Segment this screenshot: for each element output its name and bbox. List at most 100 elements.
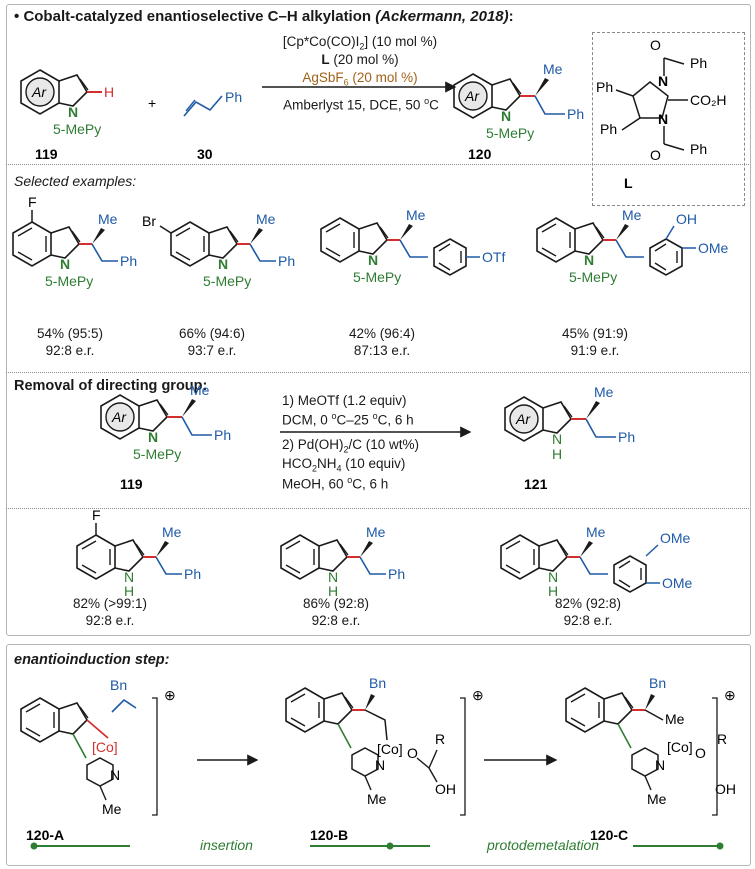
directing-group: 5-MePy — [133, 446, 181, 462]
removal-example1-yield: 82% (>99:1) — [73, 596, 147, 611]
removal-example3-er: 92:8 e.r. — [563, 613, 613, 628]
protodemetalation-label: protodemetalation — [486, 837, 599, 853]
otf-label: OTf — [482, 249, 505, 265]
cond-sub: 2 — [359, 41, 365, 52]
cond-text: ] (10 mol %) — [364, 34, 438, 49]
co-label: [Co] — [377, 741, 403, 757]
example4-er: 91:9 e.r. — [570, 343, 620, 358]
ligand-label: L — [624, 175, 633, 191]
r-label: R — [435, 731, 445, 747]
example4: Me OH OMe N 5-MePy — [536, 207, 729, 285]
o-atom: O — [407, 745, 418, 761]
me-label: Me — [102, 801, 122, 817]
me-label: Me — [647, 791, 667, 807]
plus-sign: + — [148, 95, 156, 111]
bullet: • — [14, 8, 20, 25]
directing-group: 5-MePy — [45, 273, 93, 289]
removal-example2: Me Ph N H — [280, 524, 405, 599]
label-120: 120 — [468, 146, 492, 162]
directing-group: 5-MePy — [203, 273, 251, 289]
h-atom: H — [328, 583, 338, 599]
oh-label: OH — [676, 211, 697, 227]
example3: Me OTf N 5-MePy — [320, 207, 505, 285]
cond-text: AgSbF — [302, 70, 344, 85]
ph-label: Ph — [690, 141, 707, 157]
cond-text: C–25 — [336, 412, 373, 428]
example3-yield: 42% (96:4) — [348, 326, 416, 341]
scheme-panel — [6, 4, 751, 636]
directing-group: 5-MePy — [53, 121, 101, 137]
cond-text: C, 6 h — [352, 476, 389, 492]
cond-sup: o — [331, 411, 337, 421]
example1-er: 92:8 e.r. — [45, 343, 95, 358]
removal-step2: DCM, 0 oC–25 oC, 6 h — [282, 411, 414, 428]
n-atom: N — [368, 252, 378, 268]
indole-119-removal: Ar Me Ph N 5-MePy — [100, 382, 231, 462]
intermediate-120-A: N Me [Co] Bn — [20, 677, 137, 817]
example4-yield: 45% (91:9) — [561, 326, 629, 341]
removal-example3-yield: 82% (92:8) — [554, 596, 622, 611]
condition-silver: AgSbF6 (20 mol %) — [258, 70, 462, 88]
f-atom: F — [28, 194, 37, 210]
selected-examples-title: Selected examples: — [14, 173, 137, 189]
product-120: Ar Me Ph N 5-MePy — [453, 61, 584, 141]
cond-text: [Cp*Co(CO)I — [282, 34, 360, 49]
charge-symbol: ⊕ — [164, 687, 176, 703]
ph-label: Ph — [618, 429, 635, 445]
charge-symbol: ⊕ — [472, 687, 484, 703]
condition-solvent: Amberlyst 15, DCE, 50 oC — [256, 96, 466, 113]
step-bar: insertion protodemetalation — [30, 837, 724, 853]
cond-text: /C (10 wt%) — [348, 437, 420, 452]
enantioinduction-title: enantioinduction step: — [14, 652, 170, 668]
o-atom: O — [650, 37, 661, 53]
me-label: Me — [367, 791, 387, 807]
scheme-heading: • Cobalt-catalyzed enantioselective C–H … — [14, 8, 514, 25]
me-label: Me — [543, 61, 563, 77]
ligand-L: N N O Ph O Ph CO₂H Ph Ph — [596, 37, 727, 163]
co2h-label: CO₂H — [690, 92, 727, 108]
h-atom: H — [104, 84, 114, 100]
label-119: 119 — [35, 146, 58, 162]
co-label: [Co] — [92, 739, 118, 755]
ligand-box — [592, 32, 745, 206]
n-atom: N — [584, 252, 594, 268]
me-label: Me — [190, 382, 210, 398]
o-atom: O — [695, 745, 706, 761]
citation: (Ackermann, 2018) — [375, 8, 509, 25]
n-atom: N — [655, 757, 665, 773]
n-atom: N — [110, 767, 120, 783]
section-divider — [6, 508, 749, 509]
h-atom: H — [552, 446, 562, 462]
mechanism-panel — [6, 644, 751, 866]
ar-label: Ar — [31, 84, 47, 100]
ph-label: Ph — [278, 253, 295, 269]
section-divider — [6, 372, 749, 373]
cond-sub: 6 — [343, 77, 349, 88]
bn-label: Bn — [369, 675, 386, 691]
cond-text: MeOH, 60 — [282, 476, 348, 492]
cond-text: C, 6 h — [377, 412, 414, 428]
n-atom: N — [658, 73, 668, 89]
label-120-B: 120-B — [310, 827, 348, 843]
bracket — [152, 697, 158, 816]
me-label: Me — [406, 207, 426, 223]
ph-label: Ph — [567, 106, 584, 122]
label-119-removal: 119 — [120, 476, 143, 492]
heading-text: Cobalt-catalyzed enantioselective C–H al… — [23, 8, 372, 25]
oh-label: OH — [715, 781, 736, 797]
me-label: Me — [665, 711, 685, 727]
cond-ligand-letter: L — [321, 52, 330, 67]
ph-label: Ph — [225, 89, 242, 105]
h-atom: H — [124, 583, 134, 599]
me-label: Me — [366, 524, 386, 540]
removal-example1: F Me Ph N H — [76, 507, 201, 599]
ar-label: Ar — [515, 411, 531, 427]
ome-label: OMe — [660, 530, 691, 546]
bn-label: Bn — [649, 675, 666, 691]
br-atom: Br — [142, 213, 156, 229]
example1-yield: 54% (95:5) — [36, 326, 104, 341]
cond-sub: 4 — [336, 463, 342, 474]
example2: Br Me Ph N 5-MePy — [142, 211, 295, 289]
example1: F Me Ph N 5-MePy — [12, 194, 137, 289]
n-atom: N — [218, 256, 228, 272]
